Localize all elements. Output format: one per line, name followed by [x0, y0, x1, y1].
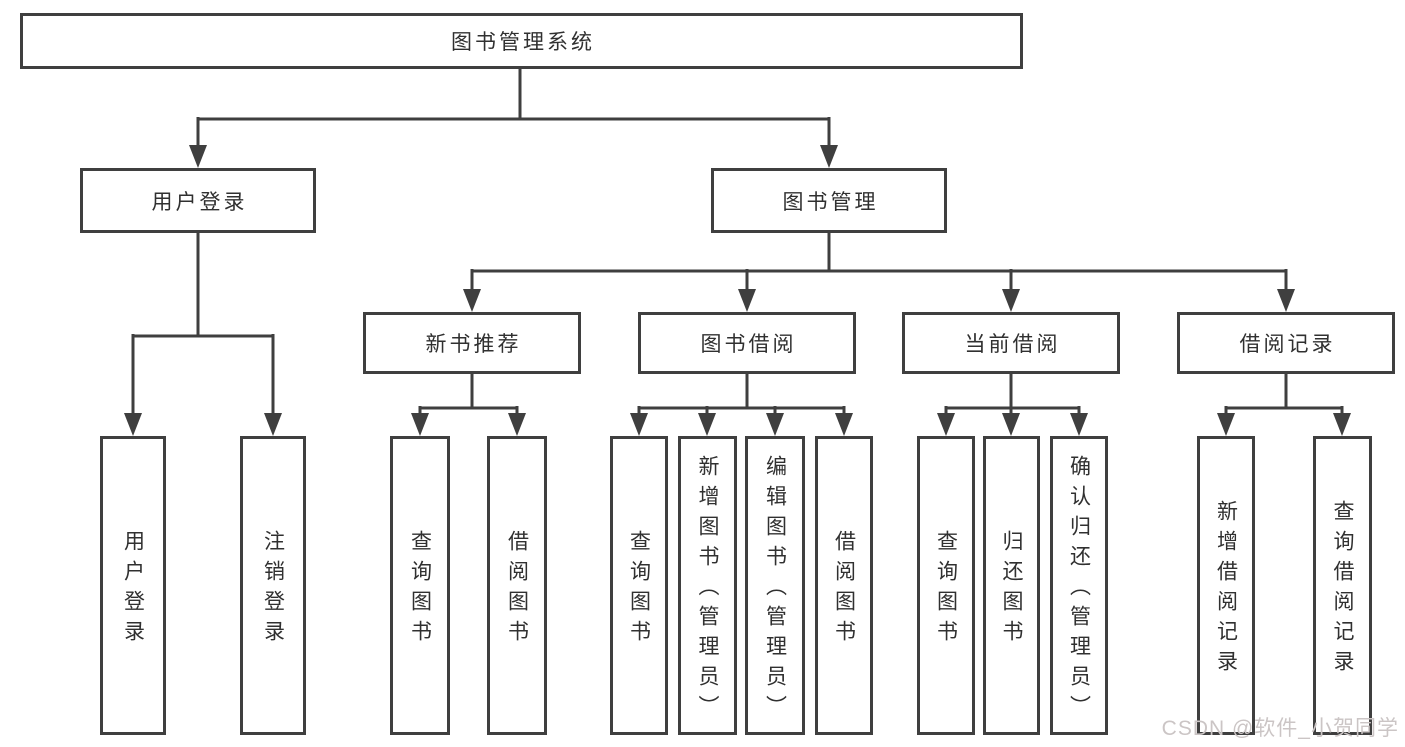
- leaf-edit-book-admin-label: 编辑图书（管理员）: [763, 455, 787, 725]
- leaf-newbook-borrow-book: 借阅图书: [487, 436, 547, 735]
- node-borrow-record-label: 借阅记录: [1239, 333, 1336, 356]
- leaf-return-book-label: 归还图书: [1000, 530, 1023, 650]
- node-new-book-recommend: 新书推荐: [363, 312, 581, 374]
- leaf-current-query-book: 查询图书: [917, 436, 975, 735]
- leaf-add-book-admin-label: 新增图书（管理员）: [696, 455, 719, 725]
- leaf-confirm-return-admin-label: 确认归还（管理员）: [1067, 455, 1091, 725]
- node-current-borrow: 当前借阅: [902, 312, 1120, 374]
- leaf-borrow-book-label: 借阅图书: [832, 530, 856, 650]
- leaf-user-login-label: 用户登录: [121, 530, 145, 650]
- node-user-login-label: 用户登录: [151, 190, 248, 214]
- leaf-newbook-borrow-book-label: 借阅图书: [505, 530, 529, 650]
- leaf-borrow-query-book: 查询图书: [610, 436, 668, 735]
- node-book-borrow-label: 图书借阅: [700, 333, 797, 356]
- node-user-login: 用户登录: [80, 168, 316, 233]
- node-root: 图书管理系统: [20, 13, 1023, 69]
- leaf-query-borrow-record-label: 查询借阅记录: [1331, 500, 1354, 680]
- leaf-borrow-query-book-label: 查询图书: [627, 530, 651, 650]
- leaf-logout: 注销登录: [240, 436, 306, 735]
- leaf-logout-label: 注销登录: [261, 530, 285, 650]
- node-book-management-label: 图书管理: [782, 190, 879, 214]
- leaf-current-query-book-label: 查询图书: [934, 530, 958, 650]
- leaf-return-book: 归还图书: [983, 436, 1040, 735]
- node-book-borrow: 图书借阅: [638, 312, 856, 374]
- leaf-query-borrow-record: 查询借阅记录: [1313, 436, 1372, 735]
- leaf-borrow-book: 借阅图书: [815, 436, 873, 735]
- node-book-management: 图书管理: [711, 168, 947, 233]
- leaf-add-borrow-record-label: 新增借阅记录: [1214, 500, 1238, 680]
- leaf-newbook-query-book: 查询图书: [390, 436, 450, 735]
- leaf-newbook-query-book-label: 查询图书: [408, 530, 432, 650]
- leaf-edit-book-admin: 编辑图书（管理员）: [745, 436, 805, 735]
- watermark: CSDN @软件_小贺同学: [1161, 717, 1399, 740]
- node-new-book-recommend-label: 新书推荐: [425, 333, 522, 356]
- node-root-label: 图书管理系统: [451, 31, 595, 54]
- leaf-user-login: 用户登录: [100, 436, 166, 735]
- node-borrow-record: 借阅记录: [1177, 312, 1395, 374]
- leaf-add-book-admin: 新增图书（管理员）: [678, 436, 737, 735]
- node-current-borrow-label: 当前借阅: [964, 333, 1061, 356]
- leaf-confirm-return-admin: 确认归还（管理员）: [1050, 436, 1108, 735]
- leaf-add-borrow-record: 新增借阅记录: [1197, 436, 1255, 735]
